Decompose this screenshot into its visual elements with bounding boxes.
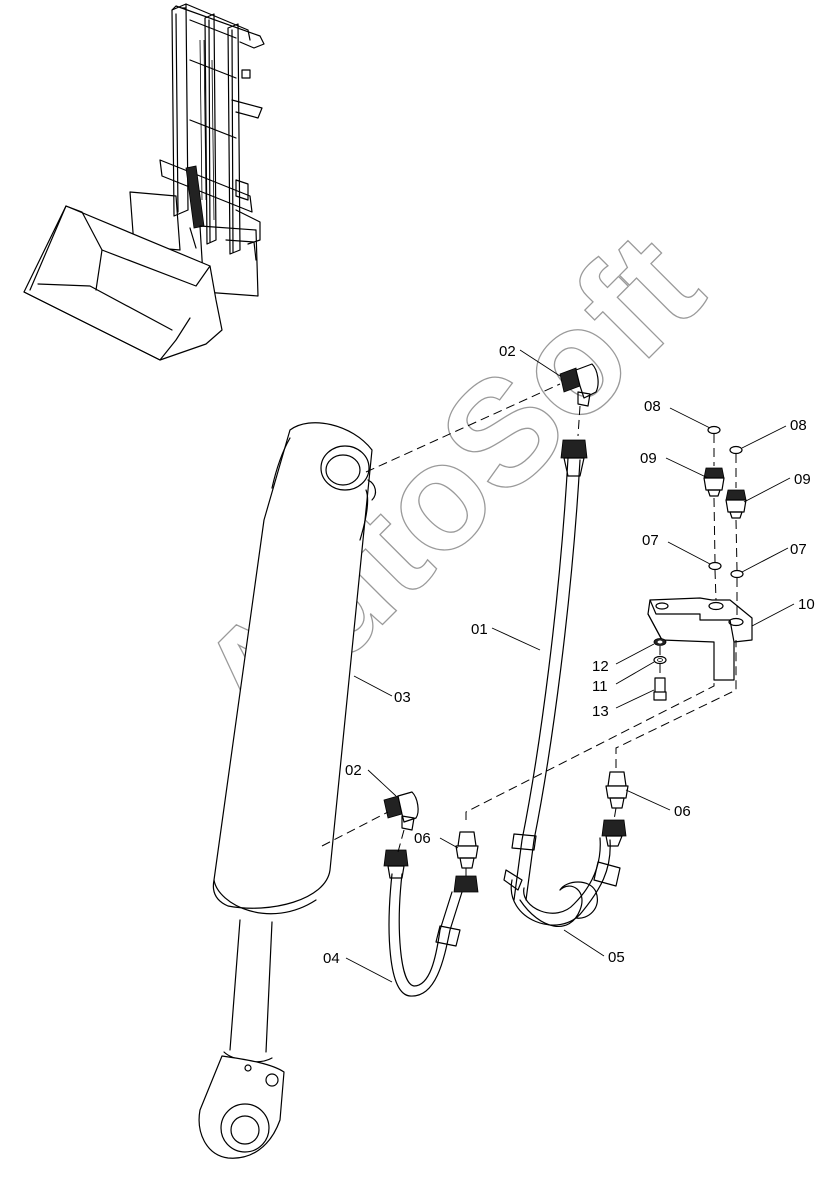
part-12-washer (653, 638, 667, 646)
label-01: 01 (471, 621, 488, 638)
overview-forklift-mast (23, 3, 265, 361)
label-11: 11 (592, 678, 608, 695)
part-01-long-hose (503, 439, 588, 901)
label-08-left: 08 (644, 398, 661, 415)
label-07-right: 07 (790, 541, 807, 558)
part-06-adapter-left (455, 831, 479, 869)
label-12: 12 (592, 658, 609, 675)
label-13: 13 (592, 703, 609, 720)
label-02-top: 02 (499, 343, 516, 360)
label-06-right: 06 (674, 803, 691, 820)
part-05-hose-assembly (510, 819, 627, 927)
part-number-callouts: 02 08 08 09 09 07 07 10 01 12 11 03 13 0… (323, 343, 815, 967)
label-09-left: 09 (640, 450, 657, 467)
label-05: 05 (608, 949, 625, 966)
leader-lines (345, 349, 795, 983)
part-02-elbow-fitting-top (559, 363, 599, 407)
part-13-bolt (653, 677, 667, 701)
part-06-adapter-right (605, 771, 629, 809)
part-09-fitting-left (703, 467, 725, 497)
part-08-seal-ring-right (729, 445, 743, 455)
label-02-bottom: 02 (345, 762, 362, 779)
part-09-fitting-right (725, 489, 747, 519)
label-07-left: 07 (642, 532, 659, 549)
label-06-left: 06 (414, 830, 431, 847)
part-11-washer (653, 655, 667, 665)
label-10: 10 (798, 596, 815, 613)
part-07-o-ring-left (708, 561, 722, 571)
label-04: 04 (323, 950, 340, 967)
part-02-elbow-fitting-bottom (383, 791, 419, 831)
label-03: 03 (394, 689, 411, 706)
label-08-right: 08 (790, 417, 807, 434)
part-07-o-ring-right (730, 569, 744, 579)
part-03-tilt-cylinder (198, 422, 377, 1159)
label-09-right: 09 (794, 471, 811, 488)
part-08-seal-ring-left (707, 425, 721, 435)
assembly-dash-lines (321, 383, 738, 876)
part-04-short-hose (383, 849, 479, 997)
